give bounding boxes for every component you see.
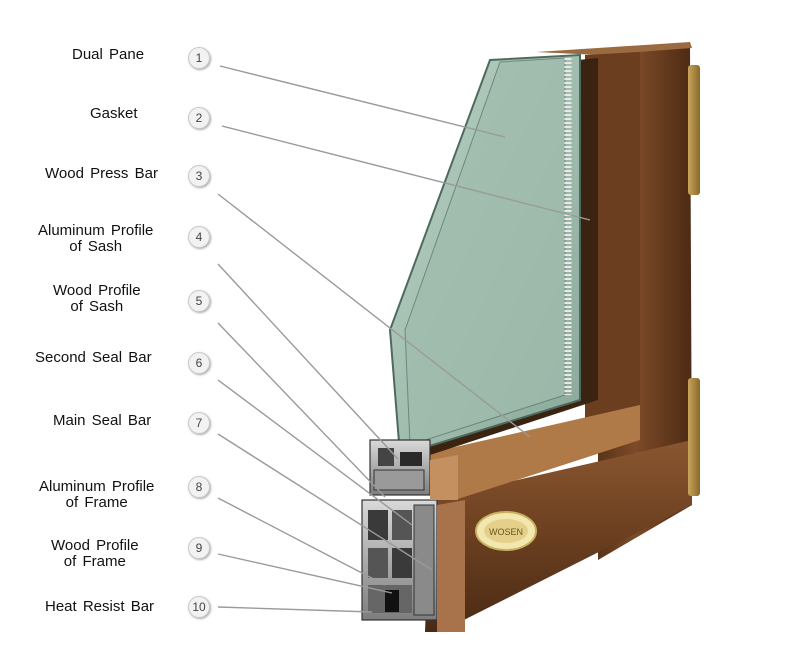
leader-line-3 [217, 193, 531, 438]
leader-line-5 [217, 322, 386, 498]
callout-label-6: Second Seal Bar [35, 349, 152, 366]
leader-line-6 [217, 379, 413, 526]
callout-label-2: Gasket [90, 105, 138, 122]
callout-number-8: 8 [188, 476, 210, 498]
badge-text: WOSEN [489, 527, 523, 537]
frame-top-edge [536, 42, 692, 55]
sash-wood-end [430, 455, 458, 500]
callout-label-10: Heat Resist Bar [45, 598, 155, 615]
sash-bottom [420, 405, 640, 500]
leader-line-4 [217, 263, 399, 460]
callout-label-7: Main Seal Bar [53, 412, 152, 429]
leader-line-7 [217, 433, 433, 571]
callout-label-1: Dual Pane [72, 46, 145, 63]
leader-line-1 [219, 65, 506, 138]
callout-number-4: 4 [188, 226, 210, 248]
callout-label-3: Wood Press Bar [45, 165, 158, 182]
leader-line-2 [221, 125, 591, 221]
callout-number-3: 3 [188, 165, 210, 187]
callout-number-9: 9 [188, 537, 210, 559]
callout-number-7: 7 [188, 412, 210, 434]
callout-number-5: 5 [188, 290, 210, 312]
callout-number-10: 10 [188, 596, 210, 618]
callout-number-6: 6 [188, 352, 210, 374]
aluminum-cross-section [361, 439, 438, 621]
leader-lines [217, 65, 591, 613]
leader-line-10 [217, 606, 373, 613]
callout-number-1: 1 [188, 47, 210, 69]
callout-number-2: 2 [188, 107, 210, 129]
leader-line-8 [217, 497, 386, 586]
leader-line-9 [217, 553, 393, 594]
frame-wood-end [437, 500, 465, 632]
hinge-bottom [688, 378, 700, 496]
hinge-top [688, 65, 700, 195]
